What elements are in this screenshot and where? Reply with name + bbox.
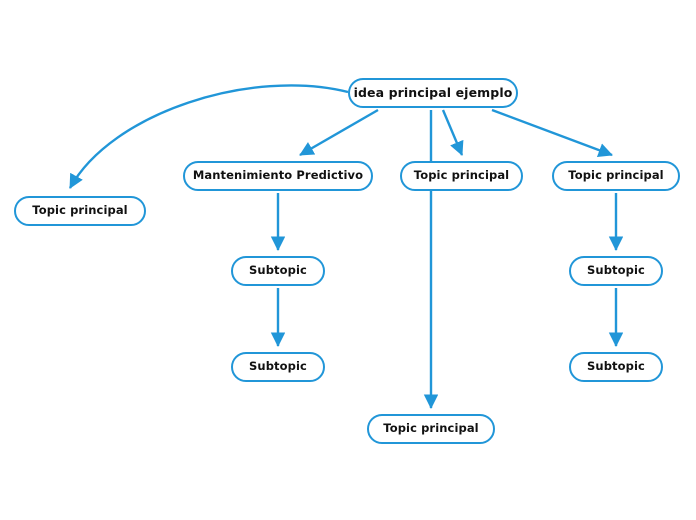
node-subtopic-middle-1[interactable]: Subtopic (231, 256, 325, 286)
edge-root-to-mantenimiento (299, 108, 379, 157)
node-bottom-topic-principal[interactable]: Topic principal (367, 414, 495, 444)
node-root-idea-principal[interactable]: idea principal ejemplo (348, 78, 518, 108)
node-mid-topic-principal[interactable]: Topic principal (400, 161, 523, 191)
node-label: Subtopic (587, 359, 645, 374)
node-label: Topic principal (413, 168, 510, 183)
node-label: idea principal ejemplo (353, 84, 513, 100)
node-label: Topic principal (568, 168, 664, 183)
node-label: Topic principal (32, 203, 128, 218)
node-left-topic-principal[interactable]: Topic principal (14, 196, 146, 226)
node-label: Topic principal (383, 421, 479, 436)
node-label: Subtopic (249, 359, 307, 374)
node-label: Subtopic (587, 263, 645, 278)
node-mantenimiento-predictivo[interactable]: Mantenimiento Predictivo (183, 161, 373, 191)
node-subtopic-right-1[interactable]: Subtopic (569, 256, 663, 286)
node-label: Subtopic (249, 263, 307, 278)
node-subtopic-middle-2[interactable]: Subtopic (231, 352, 325, 382)
edge-root-to-mid-topic (441, 109, 464, 156)
edge-root-to-right-topic (491, 108, 613, 158)
node-label: Mantenimiento Predictivo (192, 168, 364, 183)
node-subtopic-right-2[interactable]: Subtopic (569, 352, 663, 382)
node-right-topic-principal[interactable]: Topic principal (552, 161, 680, 191)
